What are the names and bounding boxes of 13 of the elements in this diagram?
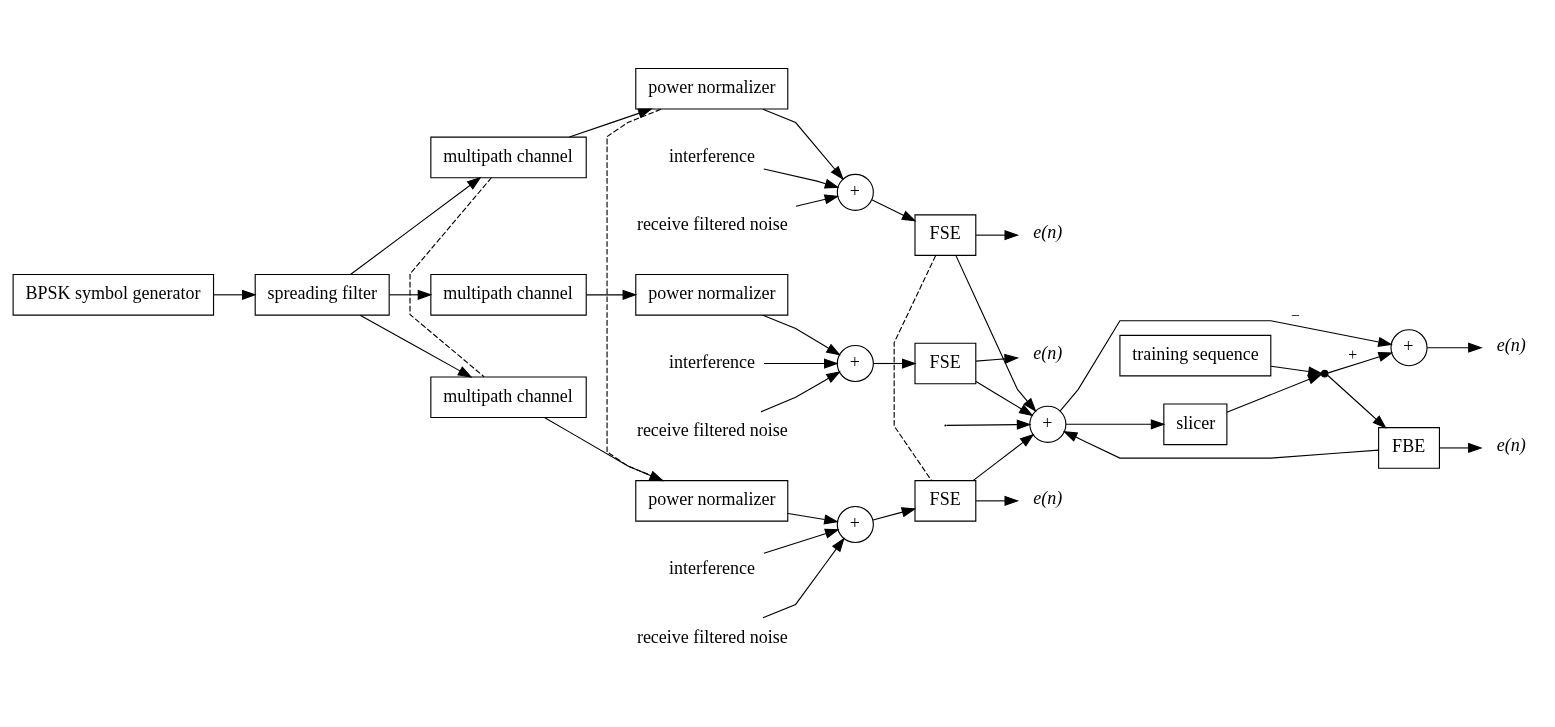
node-text: e(n) xyxy=(1033,222,1063,243)
node-text: e(n) xyxy=(1033,342,1063,363)
node-text: e(n) xyxy=(1496,435,1526,456)
node-text: interference xyxy=(668,145,755,166)
node-text: receive filtered noise xyxy=(636,626,788,647)
node-text: e(n) xyxy=(1496,334,1526,355)
node-text: interference xyxy=(668,557,755,578)
node-text: receive filtered noise xyxy=(636,214,788,235)
node-text: e(n) xyxy=(1033,488,1063,509)
node-text: receive filtered noise xyxy=(636,420,788,441)
node-text: interference xyxy=(668,351,755,372)
edge-label: + xyxy=(1348,346,1358,364)
edge-label: − xyxy=(1291,306,1300,324)
